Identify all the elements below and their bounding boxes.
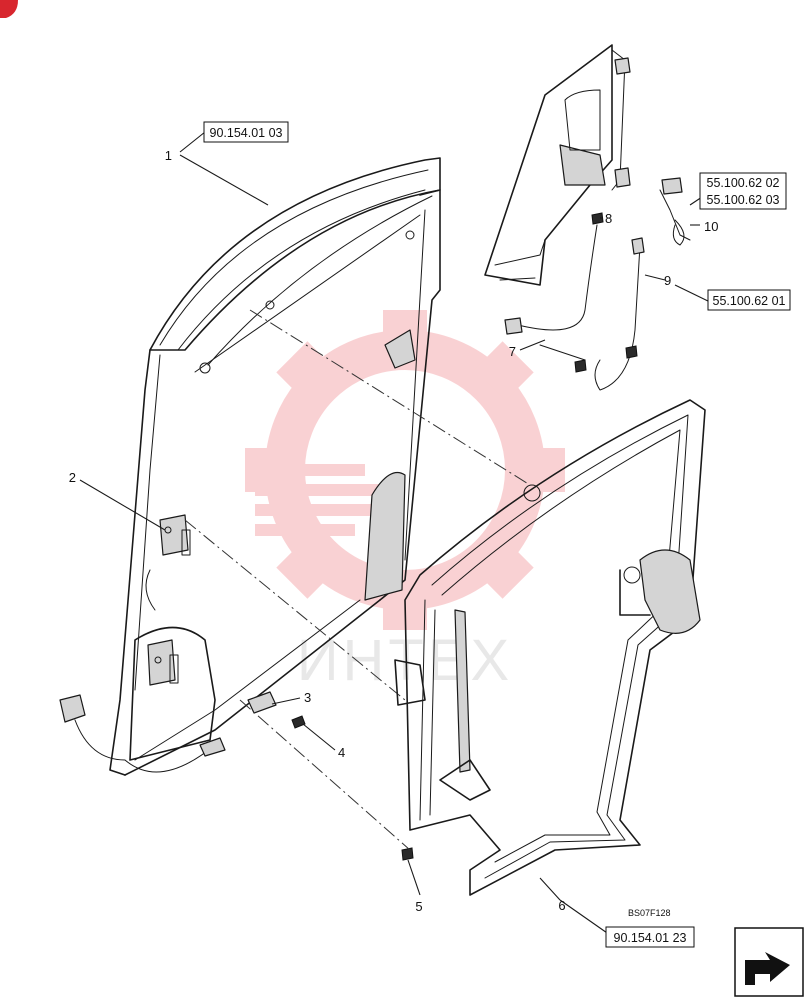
- svg-text:4: 4: [338, 745, 345, 760]
- reference-box-10[interactable]: 55.100.62 02 55.100.62 03: [699, 172, 787, 210]
- svg-text:55.100.62 02: 55.100.62 02: [707, 176, 780, 190]
- svg-text:3: 3: [304, 690, 311, 705]
- clip-part-4: [291, 715, 306, 729]
- lamp-bulb-part-7: [504, 317, 523, 335]
- hinge-lower: [147, 639, 179, 686]
- svg-text:2: 2: [69, 470, 76, 485]
- brand-corner-icon: [0, 0, 18, 18]
- svg-text:7: 7: [509, 344, 516, 359]
- svg-text:6: 6: [558, 898, 565, 913]
- svg-text:9: 9: [664, 273, 671, 288]
- callout-1: 1: [165, 131, 269, 206]
- connector-part-3: [247, 691, 277, 714]
- wiring-harness: [59, 569, 216, 773]
- switch-part-10: [574, 177, 685, 373]
- assembly-line-1: [249, 309, 531, 486]
- cab-corner-detail: [484, 44, 631, 286]
- reference-box-6[interactable]: 90.154.01 23: [605, 926, 695, 948]
- callout-3: 3: [271, 690, 311, 705]
- reference-box-9[interactable]: 55.100.62 01: [707, 289, 791, 311]
- callout-7: 7: [509, 339, 546, 359]
- svg-text:55.100.62 01: 55.100.62 01: [713, 294, 786, 308]
- door-frame: [109, 157, 441, 776]
- callout-6: 6: [539, 877, 611, 936]
- callout-8: 8: [600, 211, 612, 226]
- callout-2: 2: [69, 470, 166, 531]
- wiring-loom: [517, 189, 691, 391]
- wiper-blade: [454, 609, 471, 773]
- callout-10: 10: [689, 194, 718, 234]
- svg-text:55.100.62 03: 55.100.62 03: [707, 193, 780, 207]
- door-latch: [384, 329, 416, 369]
- armrest: [364, 471, 406, 601]
- figure-code: BS07F128: [628, 908, 671, 918]
- window-handle: [639, 549, 701, 634]
- svg-text:90.154.01 23: 90.154.01 23: [614, 931, 687, 945]
- svg-text:90.154.01 03: 90.154.01 03: [210, 126, 283, 140]
- grommet-part-8: [591, 212, 604, 225]
- callout-4: 4: [302, 723, 345, 760]
- svg-text:8: 8: [605, 211, 612, 226]
- nut-part-5: [401, 847, 414, 861]
- svg-text:1: 1: [165, 148, 172, 163]
- callout-5: 5: [407, 859, 423, 914]
- bulb-connector: [199, 737, 226, 757]
- corner-lamp: [559, 144, 606, 186]
- svg-text:5: 5: [415, 899, 422, 914]
- cable-part-9: [625, 237, 645, 359]
- callout-9: 9: [644, 273, 711, 303]
- svg-text:10: 10: [704, 219, 718, 234]
- reference-box-1[interactable]: 90.154.01 03: [203, 121, 289, 143]
- next-page-arrow-icon[interactable]: [734, 927, 804, 997]
- assembly-line-3: [239, 699, 411, 851]
- window-glass-frame: [394, 399, 706, 896]
- watermark-text: ИНТЕХ: [297, 628, 513, 693]
